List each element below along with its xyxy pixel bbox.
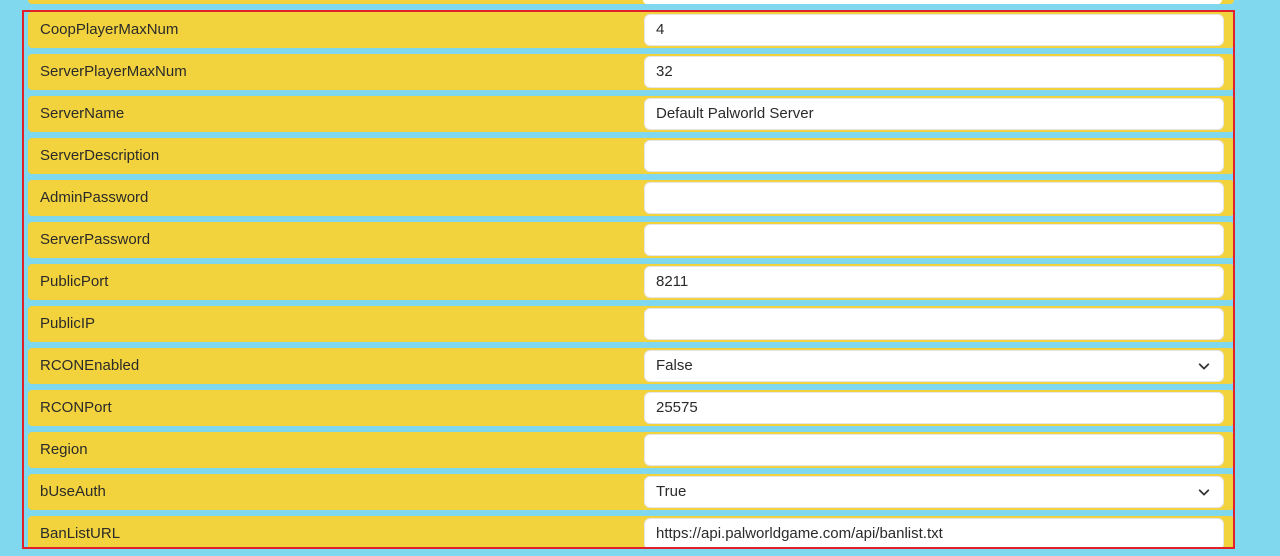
setting-row-coop-player-max-num: CoopPlayerMaxNum 4 [28, 12, 1233, 48]
setting-label: PublicIP [40, 315, 96, 332]
field-value: 25575 [656, 399, 698, 416]
ban-list-url-input[interactable]: https://api.palworldgame.com/api/banlist… [644, 518, 1224, 547]
admin-password-input[interactable] [644, 182, 1224, 214]
setting-row-server-player-max-num: ServerPlayerMaxNum 32 [28, 54, 1233, 90]
server-description-input[interactable] [644, 140, 1224, 172]
server-password-input[interactable] [644, 224, 1224, 256]
field-value: Default Palworld Server [656, 105, 814, 122]
field-value: True [656, 483, 687, 500]
server-name-input[interactable]: Default Palworld Server [644, 98, 1224, 130]
coop-player-max-num-input[interactable]: 4 [644, 14, 1224, 46]
rcon-enabled-select[interactable]: False [644, 350, 1224, 382]
setting-label: ServerName [40, 105, 125, 122]
setting-label: CoopPlayerMaxNum [40, 21, 179, 38]
setting-row-region: Region [28, 432, 1233, 468]
setting-row-rcon-enabled: RCONEnabled False [28, 348, 1233, 384]
setting-row-public-port: PublicPort 8211 [28, 264, 1233, 300]
setting-row-server-description: ServerDescription [28, 138, 1233, 174]
field-value: 32 [656, 63, 673, 80]
setting-label: bUseAuth [40, 483, 106, 500]
setting-row-b-use-auth: bUseAuth True [28, 474, 1233, 510]
field-value: https://api.palworldgame.com/api/banlist… [656, 525, 943, 542]
setting-label: Region [40, 441, 88, 458]
setting-label: ServerPlayerMaxNum [40, 63, 187, 80]
setting-label: RCONEnabled [40, 357, 140, 374]
field-value: 8211 [656, 273, 689, 290]
setting-label: ServerPassword [40, 231, 151, 248]
chevron-down-icon[interactable] [1197, 485, 1211, 499]
rcon-port-input[interactable]: 25575 [644, 392, 1224, 424]
field-value: 4 [656, 21, 665, 38]
setting-label: BanListURL [40, 525, 121, 542]
setting-row-server-password: ServerPassword [28, 222, 1233, 258]
previous-setting-field[interactable] [643, 0, 1222, 4]
public-ip-input[interactable] [644, 308, 1224, 340]
setting-label: RCONPort [40, 399, 112, 416]
region-input[interactable] [644, 434, 1224, 466]
b-use-auth-select[interactable]: True [644, 476, 1224, 508]
public-port-input[interactable]: 8211 [644, 266, 1224, 298]
setting-row-admin-password: AdminPassword [28, 180, 1233, 216]
setting-label: AdminPassword [40, 189, 149, 206]
setting-label: PublicPort [40, 273, 109, 290]
field-value: False [656, 357, 693, 374]
server-player-max-num-input[interactable]: 32 [644, 56, 1224, 88]
previous-setting-row [28, 0, 1234, 4]
setting-row-ban-list-url: BanListURL https://api.palworldgame.com/a… [28, 516, 1233, 547]
chevron-down-icon[interactable] [1197, 359, 1211, 373]
setting-row-public-ip: PublicIP [28, 306, 1233, 342]
setting-label: ServerDescription [40, 147, 160, 164]
setting-row-rcon-port: RCONPort 25575 [28, 390, 1233, 426]
setting-row-server-name: ServerName Default Palworld Server [28, 96, 1233, 132]
